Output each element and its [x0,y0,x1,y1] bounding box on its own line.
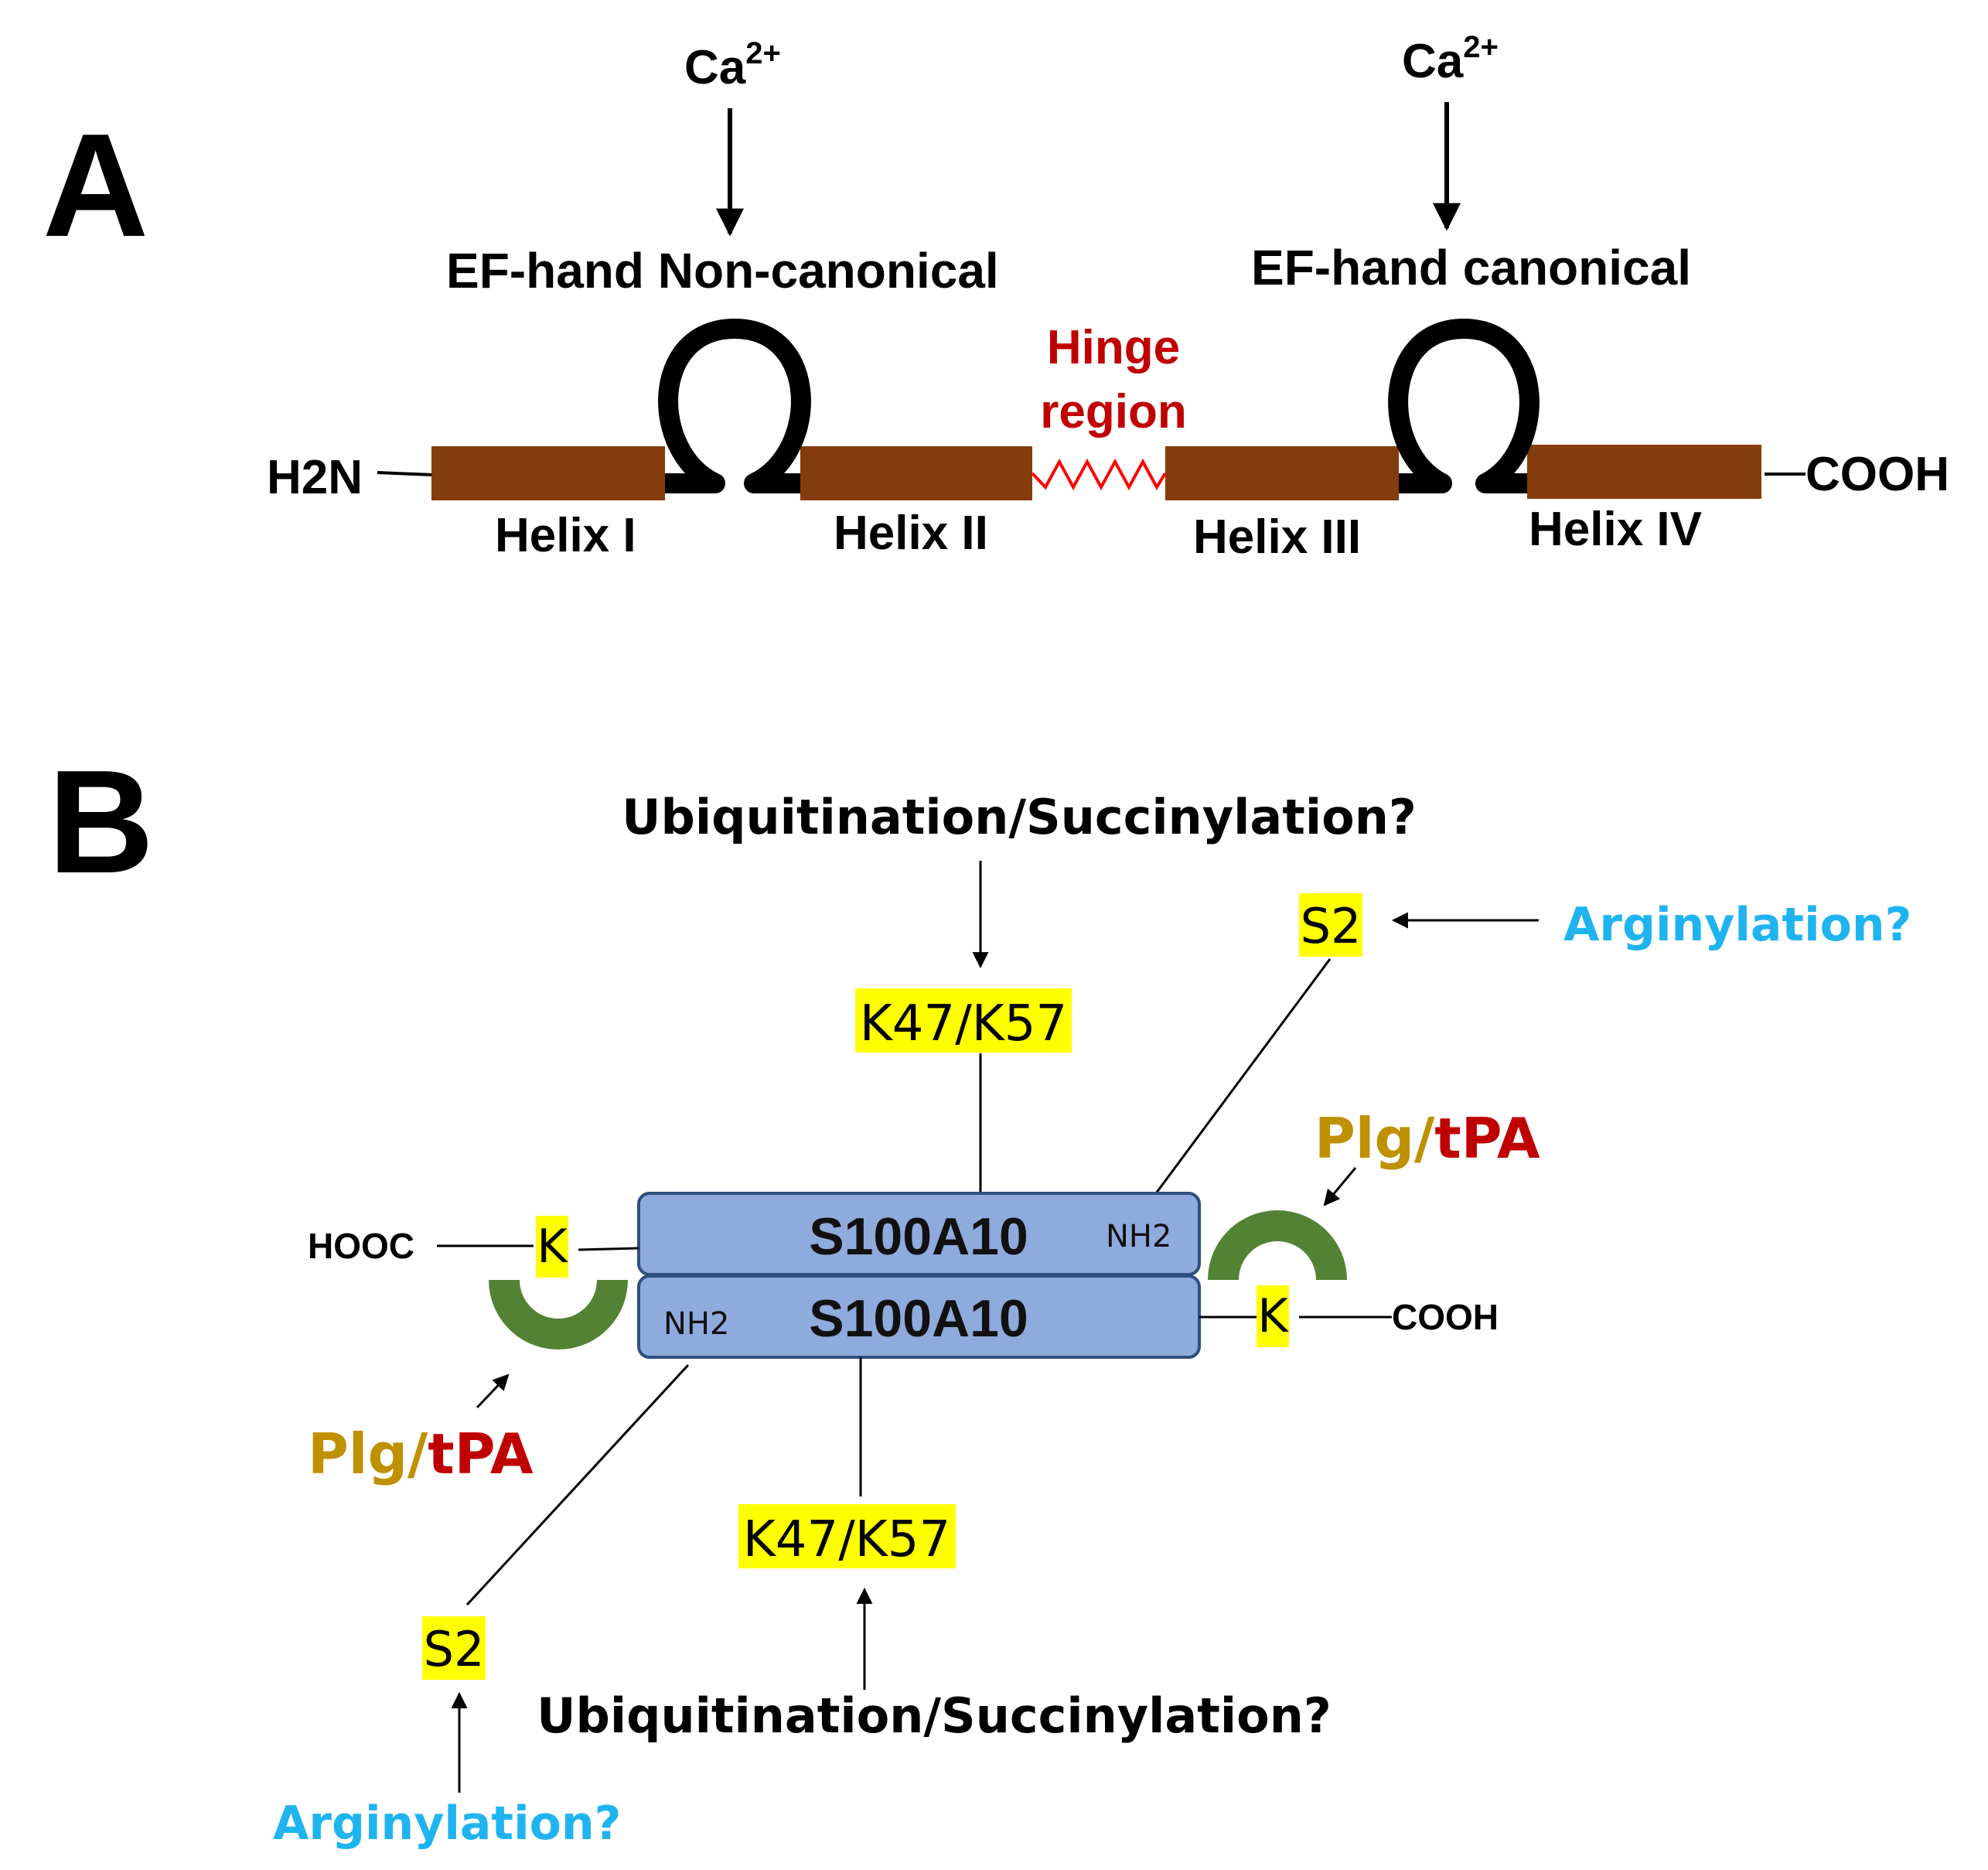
ubiquitination-bottom-label: Ubiquitination/Succinylation? [537,1687,1332,1744]
helix-2-bar [800,446,1032,500]
ca-right-label: Ca2+ [1402,30,1499,88]
plg-tpa-left-arrow [476,1373,510,1409]
n-terminus-link [377,471,434,476]
ef-hand-canonical-label: EF-hand canonical [1251,240,1691,295]
k47-k57-top-highlight [855,988,1072,1053]
helix-1-label: Helix I [495,509,636,562]
helix-4-bar [1527,445,1761,499]
ef-hand-noncanonical-loop [658,319,811,493]
k-right-highlight [1257,1285,1289,1347]
panel-b-label: B [48,740,154,904]
helix-3-label: Helix III [1193,510,1361,564]
k-left-label: K [537,1220,568,1274]
ef-hand-noncanonical-label: EF-hand Non-canonical [446,243,999,299]
n-terminus-label: H2N [267,451,363,504]
binding-arc-left [489,1280,628,1350]
k-left-link [578,1247,639,1251]
plg-tpa-right-arrow [1323,1167,1357,1206]
panel-b: B Ubiquitination/Succinylation? K47/K57 … [48,740,1911,1851]
plg-tpa-left-label: Plg/tPA [308,1421,534,1486]
nh2-bottom-label: NH2 [663,1306,729,1342]
s2-bottom-label: S2 [424,1621,485,1677]
s2-bottom-highlight [422,1616,486,1680]
s2-top-connector [1154,958,1332,1194]
k47-k57-bottom-label: K47/K57 [743,1511,950,1568]
ubiquitination-top-label: Ubiquitination/Succinylation? [622,789,1417,845]
k-left-highlight [536,1216,568,1278]
s2-top-highlight [1299,893,1362,957]
c-terminus-label: COOH [1806,448,1949,501]
s2-top-label: S2 [1301,898,1362,954]
helix-4-label: Helix IV [1529,503,1702,556]
k-right-label: K [1257,1289,1289,1343]
s2-bottom-connector [465,1363,690,1606]
plg-tpa-right-label: Plg/tPA [1315,1106,1540,1171]
helix-1-bar [431,446,665,500]
hinge-label-line1: Hinge [1047,321,1180,374]
k47-k57-top-label: K47/K57 [860,995,1067,1053]
panel-a-label: A [43,104,148,268]
arginylation-bottom-label: Arginylation? [273,1797,621,1851]
helix-3-bar [1165,446,1399,500]
panel-a: A Ca2+ Ca2+ EF-hand Non-canonical EF-han… [43,30,1949,564]
ca-left-label: Ca2+ [684,36,781,94]
s100a10-top-label: S100A10 [809,1207,1028,1266]
hinge-zigzag [1031,458,1167,491]
ef-hand-canonical-loop [1388,319,1540,493]
hooc-label: HOOC [308,1226,414,1266]
k47-k57-bottom-highlight [738,1504,956,1568]
helix-2-label: Helix II [834,507,988,560]
binding-arc-right [1208,1210,1347,1280]
s100a10-bottom-label: S100A10 [809,1289,1028,1348]
arginylation-top-label: Arginylation? [1563,898,1911,952]
hinge-label-line2: region [1040,385,1186,438]
cooh-label: COOH [1392,1297,1499,1337]
nh2-top-label: NH2 [1106,1219,1171,1254]
